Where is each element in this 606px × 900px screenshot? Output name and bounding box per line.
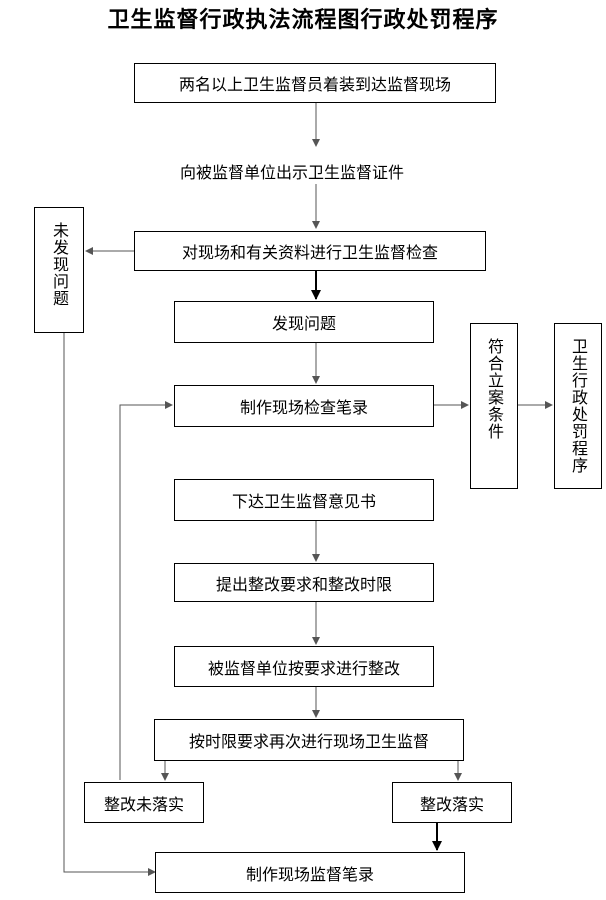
step-show-credentials: 向被监督单位出示卫生监督证件 [180,163,405,182]
page-title: 卫生监督行政执法流程图行政处罚程序 [107,7,499,33]
step-final-record: 制作现场监督笔录 [155,852,465,893]
arrow-no-problem-to-final [63,333,156,876]
step-problem-found: 发现问题 [174,301,434,343]
step-record: 制作现场检查笔录 [174,385,434,427]
step-arrival: 两名以上卫生监督员着装到达监督现场 [134,63,496,103]
step-implemented: 整改落实 [392,782,512,823]
meets-filing-label: 符合立案条件 [485,338,504,440]
no-problem-label: 未发现问题 [50,222,69,307]
step-not-implemented: 整改未落实 [84,782,204,823]
admin-penalty-label: 卫生行政处罚程序 [569,338,588,474]
box-admin-penalty: 卫生行政处罚程序 [554,323,602,489]
step-re-inspect: 按时限要求再次进行现场卫生监督 [154,719,464,761]
step-inspection: 对现场和有关资料进行卫生监督检查 [134,231,486,271]
box-no-problem: 未发现问题 [34,207,84,333]
step-opinion-letter: 下达卫生监督意见书 [174,479,434,521]
step-rectify-deadline: 提出整改要求和整改时限 [174,563,434,602]
step-unit-rectifies: 被监督单位按要求进行整改 [174,646,434,687]
arrow-not-implemented-loop [119,401,173,780]
box-meets-filing: 符合立案条件 [470,323,518,489]
